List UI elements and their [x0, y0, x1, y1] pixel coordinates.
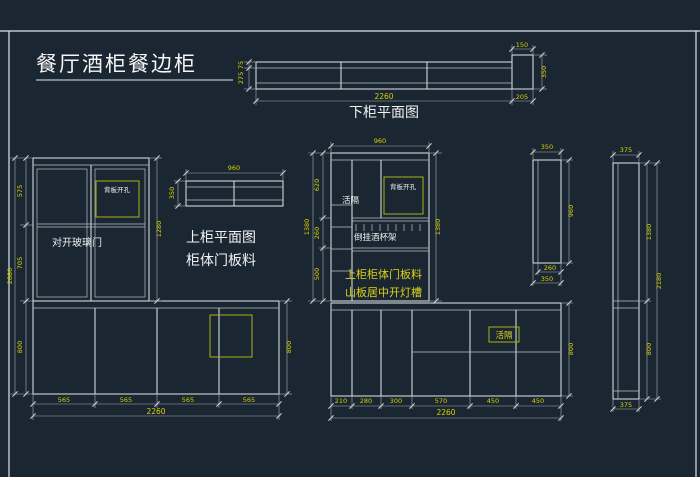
dim-center-seg5: 450 — [487, 397, 499, 405]
dim-side1-top: 350 — [541, 143, 553, 151]
side-view-upper: 350 960 260 350 — [529, 143, 575, 287]
side-view-full: 375 1380 800 2180 375 — [609, 146, 663, 413]
dim-left-total-h: 2080 — [6, 268, 14, 285]
dim-center-seg3: 300 — [390, 397, 402, 405]
dim-plan-step: 150 — [516, 41, 528, 49]
back-panel-hole-label: 背板开孔 — [104, 185, 131, 194]
dim-side1-height: 960 — [567, 205, 575, 217]
center-cabinet-elevation: 背板开孔 活隔 倒挂酒杯架 上柜柜体门板料 山板居中开灯槽 活隔 960 620… — [303, 137, 575, 422]
bottom-cabinet-plan-view: 75 275 2260 205 150 350 下柜平面图 — [237, 41, 548, 121]
back-panel-hole-box — [95, 180, 140, 218]
dim-left-seg2: 565 — [120, 396, 132, 404]
title-text: 餐厅酒柜餐边柜 — [36, 52, 197, 76]
sheet-frame — [0, 30, 700, 477]
dim-side2-bottom: 375 — [620, 401, 632, 409]
upper-plan-label: 上柜平面图 — [186, 230, 256, 246]
dim-plan-right-depth: 350 — [540, 66, 548, 78]
dim-plan-left-b: 275 — [237, 72, 245, 84]
bottom-cabinet-plan-label: 下柜平面图 — [349, 105, 419, 121]
dim-upper-plan-width: 960 — [228, 164, 240, 172]
dim-center-seg1: 210 — [335, 397, 347, 405]
dim-center-seg4: 570 — [435, 397, 447, 405]
dim-left-bottom-total: 2260 — [146, 407, 165, 416]
dim-left-seg1: 565 — [58, 396, 70, 404]
shelf-label-upper: 活隔 — [342, 195, 360, 206]
shelf-label-lower: 活隔 — [495, 330, 513, 341]
note-line1: 上柜柜体门板料 — [345, 267, 422, 281]
drawing-title: 餐厅酒柜餐边柜 — [36, 52, 233, 81]
dim-side1-outer: 350 — [541, 275, 553, 283]
dim-side1-inner: 260 — [544, 264, 556, 272]
dim-left-seg4: 565 — [243, 396, 255, 404]
dim-left-lower-h: 800 — [16, 341, 24, 353]
upper-cabinet-plan-view: 960 350 上柜平面图 柜体门板料 — [168, 164, 287, 269]
dim-center-seg2: 280 — [360, 397, 372, 405]
glass-door-label: 对开玻璃门 — [52, 236, 102, 249]
dim-side2-lower: 800 — [645, 343, 653, 355]
dim-center-top-width: 960 — [374, 137, 386, 145]
dim-left-lower-right: 800 — [285, 341, 293, 353]
dim-center-left-total: 1380 — [303, 219, 311, 236]
glass-rack-label: 倒挂酒杯架 — [354, 232, 397, 243]
lower-back-hole-box — [209, 314, 253, 358]
shelf-lower-box — [488, 326, 520, 343]
dim-plan-left-a: 75 — [237, 61, 245, 69]
dim-plan-right-ext: 205 — [516, 93, 528, 101]
note-line2: 山板居中开灯槽 — [345, 285, 422, 299]
dim-center-left-c: 500 — [313, 268, 321, 280]
dim-center-left-b: 260 — [313, 227, 321, 239]
dim-side2-total: 2180 — [655, 273, 663, 290]
center-back-hole-label: 背板开孔 — [390, 182, 417, 191]
dim-upper-plan-depth: 350 — [168, 187, 176, 199]
dim-center-seg6: 450 — [532, 397, 544, 405]
dim-plan-total: 2260 — [374, 92, 393, 101]
dim-left-upper-b: 705 — [16, 257, 24, 269]
dim-left-upper-right: 1280 — [155, 221, 163, 238]
door-panel-label: 柜体门板料 — [186, 253, 256, 269]
dim-side2-upper: 1380 — [645, 224, 653, 241]
dim-center-left-a: 620 — [313, 179, 321, 191]
dim-left-upper-a: 575 — [16, 185, 24, 197]
dim-side2-top: 375 — [620, 146, 632, 154]
center-back-hole-box — [383, 176, 424, 215]
left-cabinet-elevation: 背板开孔 对开玻璃门 575 705 800 2080 1280 800 — [6, 154, 293, 420]
dim-left-seg3: 565 — [182, 396, 194, 404]
dim-center-right-upper: 1380 — [434, 219, 442, 236]
dim-center-right-lower: 800 — [567, 343, 575, 355]
dim-center-bottom-total: 2260 — [436, 408, 455, 417]
